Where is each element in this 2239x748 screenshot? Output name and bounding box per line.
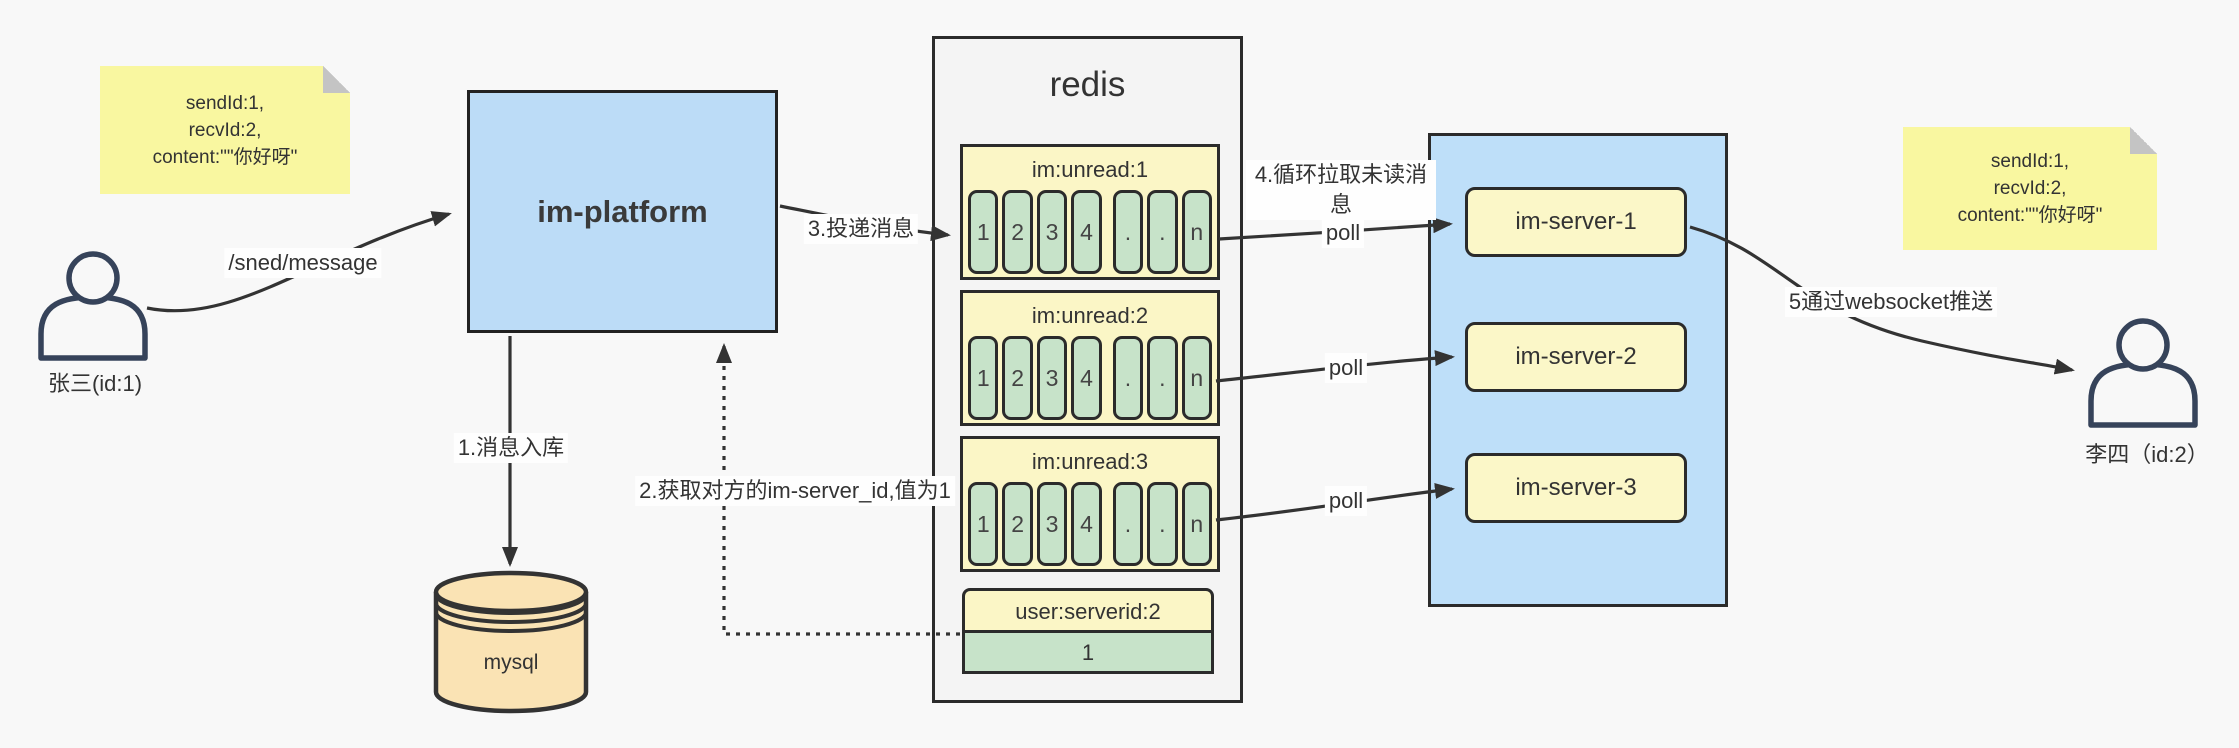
- note-left-line2: recvId:2,: [188, 119, 262, 141]
- im-server-cluster: im-server-1 im-server-2 im-server-3: [1428, 133, 1728, 607]
- note-fold-icon: [2130, 127, 2157, 154]
- kv-key: user:serverid:2: [962, 588, 1214, 633]
- mysql-database-icon: [433, 570, 589, 714]
- edge-label-step5: 5通过websocket推送: [1784, 287, 1998, 317]
- queue-cell: n: [1181, 336, 1212, 420]
- queue-2-cells: 1 2 3 4 . . n: [963, 336, 1217, 420]
- note-right-line3: content:""你好呀": [1957, 205, 2103, 226]
- redis-container: redis im:unread:1 1 2 3 4 . . n im:unrea…: [932, 36, 1243, 703]
- receiver-user-icon: [2088, 318, 2198, 428]
- note-right-line1: sendId:1,: [1990, 151, 2070, 172]
- queue-cell: 2: [1002, 190, 1033, 274]
- redis-title: redis: [1049, 65, 1126, 104]
- edge-label-poll-3: poll: [1324, 486, 1368, 516]
- queue-cell: .: [1112, 482, 1144, 566]
- edge-label-step2: 2.获取对方的im-server_id,值为1: [635, 476, 955, 506]
- queue-im-unread-3: im:unread:3 1 2 3 4 . . n: [960, 436, 1220, 572]
- queue-cell: n: [1181, 190, 1212, 274]
- sender-label: 张三(id:1): [47, 371, 143, 396]
- arrow-send-message: [146, 211, 452, 313]
- note-fold-icon: [323, 66, 350, 93]
- edge-label-step4: 4.循环拉取未读消息: [1246, 160, 1436, 220]
- mysql-label: mysql: [483, 651, 539, 674]
- receiver-label: 李四（id:2）: [2085, 442, 2209, 467]
- im-platform-box: im-platform: [467, 90, 778, 333]
- queue-cell: 2: [1002, 336, 1033, 420]
- queue-cell: .: [1147, 190, 1178, 274]
- queue-1-title: im:unread:1: [1031, 157, 1149, 182]
- arrow-websocket-push: [1689, 225, 2075, 375]
- kv-user-serverid: user:serverid:2 1: [962, 588, 1214, 674]
- queue-cell: 3: [1036, 336, 1068, 420]
- edge-label-poll-2: poll: [1324, 353, 1368, 383]
- queue-cell: .: [1147, 336, 1178, 420]
- queue-2-title: im:unread:2: [1031, 303, 1149, 328]
- queue-cell: 3: [1036, 190, 1068, 274]
- note-left-line3: content:""你好呀": [152, 146, 298, 168]
- edge-label-send: /sned/message: [224, 248, 382, 278]
- im-server-3-label: im-server-3: [1515, 474, 1637, 501]
- edge-label-step3: 3.投递消息: [803, 214, 919, 244]
- queue-im-unread-2: im:unread:2 1 2 3 4 . . n: [960, 290, 1220, 426]
- im-server-3-box: im-server-3: [1465, 453, 1687, 523]
- edge-label-step1: 1.消息入库: [453, 433, 569, 463]
- queue-cell: .: [1112, 190, 1144, 274]
- queue-cell: 1: [968, 482, 999, 566]
- note-right-line2: recvId:2,: [1993, 178, 2067, 199]
- queue-im-unread-1: im:unread:1 1 2 3 4 . . n: [960, 144, 1220, 280]
- im-server-1-label: im-server-1: [1515, 208, 1637, 235]
- im-server-1-box: im-server-1: [1465, 187, 1687, 257]
- queue-cell: 1: [968, 190, 999, 274]
- queue-cell: 2: [1002, 482, 1033, 566]
- edge-label-poll-1: poll: [1321, 218, 1365, 248]
- note-left-line1: sendId:1,: [185, 92, 265, 114]
- queue-cell: .: [1147, 482, 1178, 566]
- queue-cell: 1: [968, 336, 999, 420]
- queue-cell: .: [1112, 336, 1144, 420]
- sticky-note-right: sendId:1, recvId:2, content:""你好呀": [1903, 127, 2157, 250]
- sticky-note-left: sendId:1, recvId:2, content:""你好呀": [100, 66, 350, 194]
- im-server-2-label: im-server-2: [1515, 343, 1637, 370]
- queue-1-cells: 1 2 3 4 . . n: [963, 190, 1217, 274]
- queue-cell: 4: [1071, 336, 1102, 420]
- queue-cell: n: [1181, 482, 1212, 566]
- sender-user-icon: [38, 251, 148, 361]
- queue-3-cells: 1 2 3 4 . . n: [963, 482, 1217, 566]
- queue-cell: 4: [1071, 482, 1102, 566]
- im-server-2-box: im-server-2: [1465, 322, 1687, 392]
- queue-3-title: im:unread:3: [1031, 449, 1149, 474]
- queue-cell: 3: [1036, 482, 1068, 566]
- queue-cell: 4: [1071, 190, 1102, 274]
- im-platform-title: im-platform: [537, 193, 708, 229]
